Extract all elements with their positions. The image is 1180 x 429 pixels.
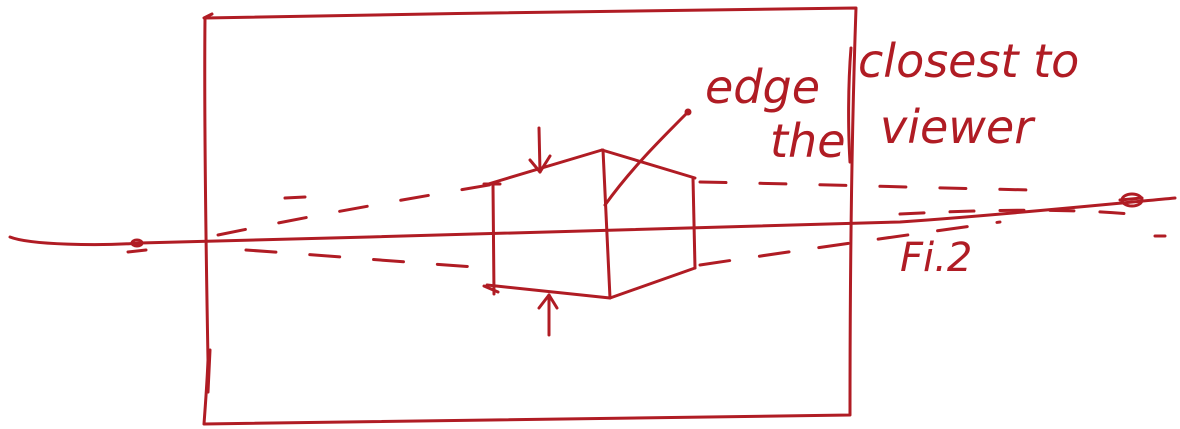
upper-dash-extra bbox=[283, 195, 307, 200]
prism-right-vertical bbox=[691, 176, 697, 270]
station-point-left bbox=[130, 238, 144, 248]
prism-top-right-edge bbox=[600, 148, 697, 180]
upper-dashed-guide-right bbox=[698, 180, 1032, 192]
the-label: the bbox=[770, 114, 846, 168]
bottom-arrow-head bbox=[537, 293, 559, 310]
picture-frame bbox=[202, 6, 858, 426]
edge-leader-line bbox=[603, 110, 690, 207]
sight-line bbox=[8, 196, 1177, 247]
prism-bottom-right-edge bbox=[608, 266, 697, 300]
prism-center-vertical bbox=[601, 148, 612, 300]
label-separator-stroke bbox=[847, 46, 853, 164]
edge-leader-dot bbox=[684, 108, 692, 116]
edge-label: edge bbox=[705, 60, 820, 114]
upper-dashed-guide bbox=[216, 182, 497, 237]
prism-left-vertical bbox=[491, 183, 496, 296]
figure-label: Fi.2 bbox=[900, 235, 973, 281]
frame-corner-tick bbox=[202, 12, 214, 20]
lower-dash-extra bbox=[898, 208, 1132, 216]
vanishing-point-right-mark bbox=[1118, 196, 1144, 202]
lower-dashed-guide-right bbox=[698, 220, 1002, 267]
prism-bottom-left-edge bbox=[485, 283, 612, 300]
viewer-label: viewer bbox=[880, 100, 1034, 154]
closest-to-label: closest to bbox=[858, 34, 1080, 88]
top-arrow-shaft bbox=[537, 126, 542, 174]
prism-left-bottom-tick bbox=[482, 284, 500, 294]
lower-dashed-guide bbox=[244, 248, 492, 270]
top-arrow-head bbox=[528, 154, 552, 174]
station-point-left-underline bbox=[126, 248, 148, 254]
frame-left-tick bbox=[206, 348, 212, 394]
